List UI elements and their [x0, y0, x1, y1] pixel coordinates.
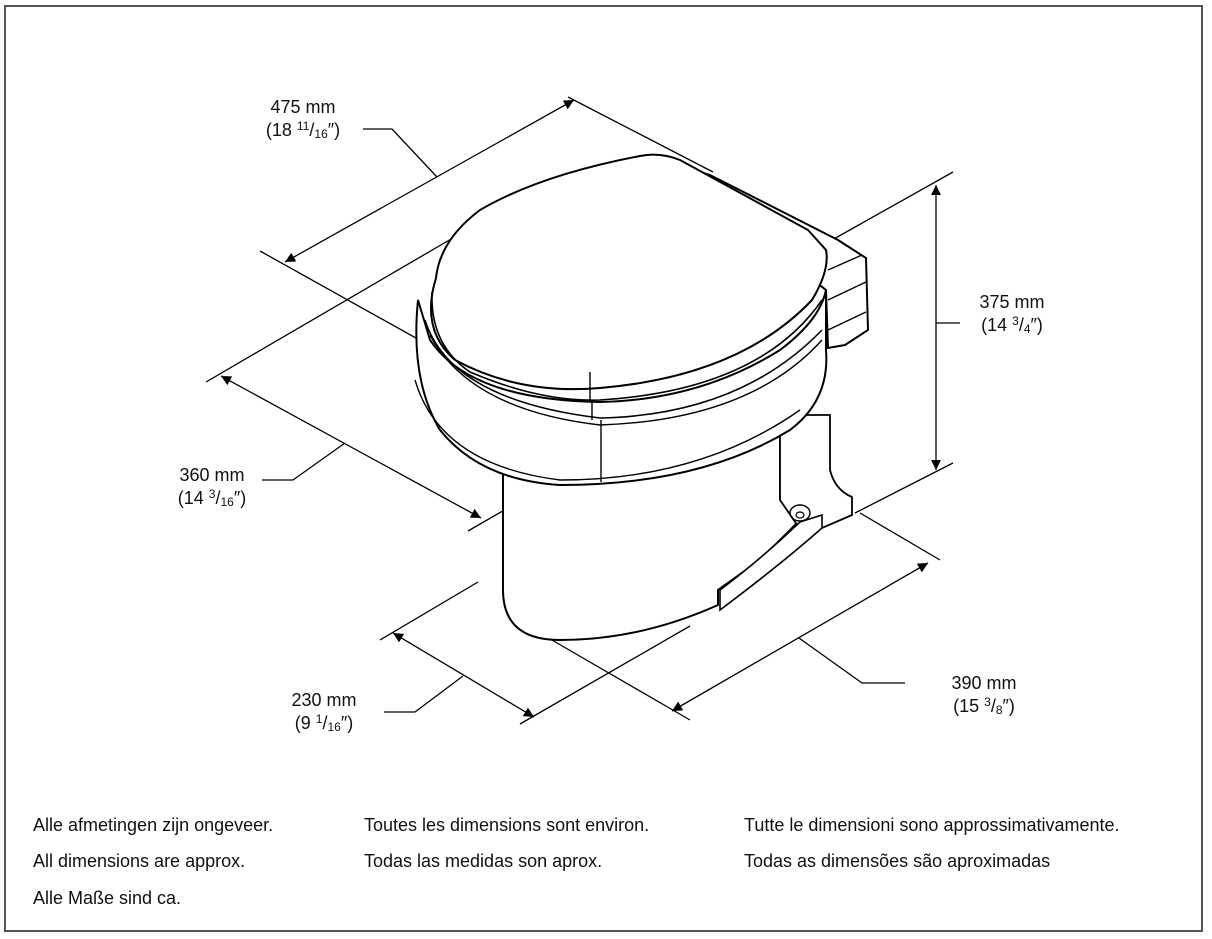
dimension-mm: 390 mm [951, 673, 1017, 693]
note-portuguese: Todas as dimensões são aproximadas [744, 851, 1051, 871]
dimension-inches: (14 3/4″) [981, 314, 1043, 336]
dimension-label-base-depth: 390 mm (15 3/8″) [934, 672, 1034, 718]
note-dutch: Alle afmetingen zijn ongeveer. [33, 815, 274, 835]
dimension-inches: (18 11/16″) [265, 119, 341, 141]
dimension-mm: 375 mm [979, 292, 1045, 312]
dimension-label-height: 375 mm (14 3/4″) [962, 291, 1062, 337]
dimension-inches: (14 3/16″) [177, 487, 247, 509]
note-english: All dimensions are approx. [33, 851, 246, 871]
dimension-label-depth: 475 mm (18 11/16″) [248, 96, 358, 142]
dimension-inches: (9 1/16″) [294, 712, 354, 734]
note-spanish: Todas las medidas son aprox. [364, 851, 603, 871]
dimension-mm: 230 mm [291, 690, 357, 710]
note-german: Alle Maße sind ca. [33, 888, 182, 908]
note-french: Toutes les dimensions sont environ. [364, 815, 650, 835]
note-italian: Tutte le dimensioni sono approssimativam… [744, 815, 1120, 835]
dimension-inches: (15 3/8″) [953, 695, 1015, 717]
drawing-frame [4, 5, 1203, 932]
dimension-mm: 360 mm [179, 465, 245, 485]
dimension-label-width: 360 mm (14 3/16″) [162, 464, 262, 510]
dimension-mm: 475 mm [270, 97, 336, 117]
toilet-body [414, 153, 870, 642]
dimension-label-base-width: 230 mm (9 1/16″) [274, 689, 374, 735]
